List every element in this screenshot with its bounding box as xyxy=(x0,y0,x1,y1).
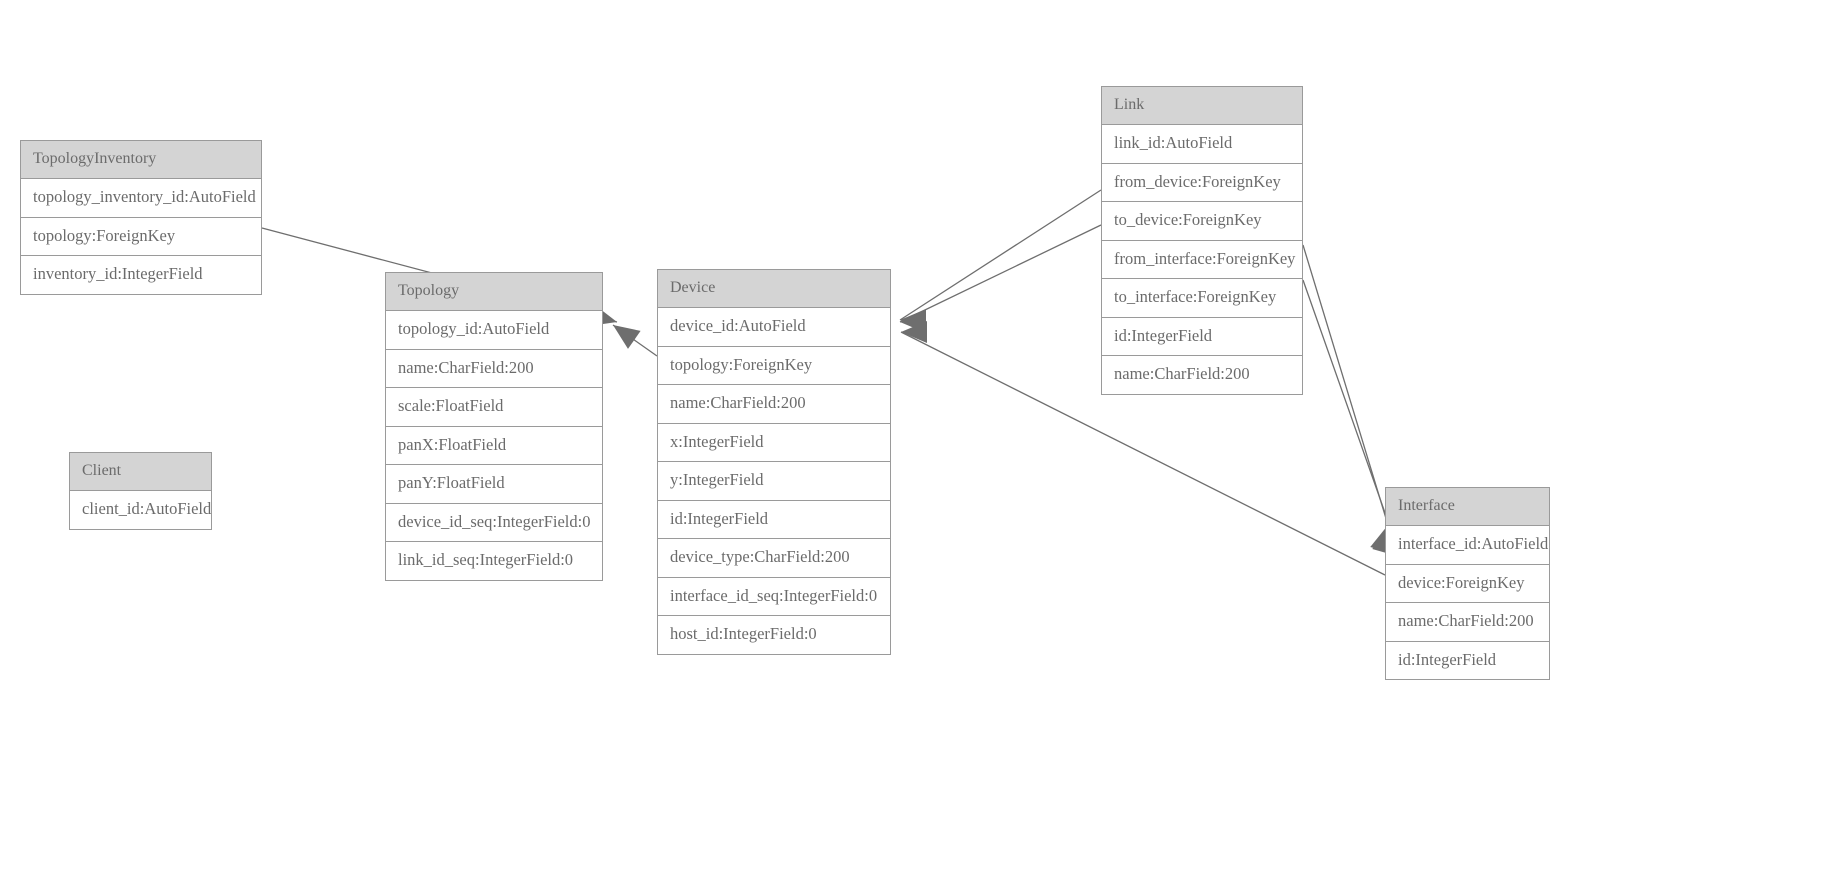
relationship-arrowhead xyxy=(900,309,926,331)
entity-field-row[interactable]: inventory_id:IntegerField xyxy=(21,256,261,295)
relationship-link-to-device-to-device xyxy=(899,224,1102,333)
relationship-arrowhead xyxy=(900,311,926,333)
relationship-line xyxy=(1302,279,1391,528)
entity-field-row[interactable]: device_id_seq:IntegerField:0 xyxy=(386,503,602,542)
entity-field-row[interactable]: to_device:ForeignKey xyxy=(1102,202,1302,241)
entity-field-row[interactable]: device_id:AutoField xyxy=(658,308,890,347)
entity-title-interface: Interface xyxy=(1386,488,1549,526)
entity-field-row[interactable]: topology_inventory_id:AutoField xyxy=(21,179,261,218)
entity-field-row[interactable]: host_id:IntegerField:0 xyxy=(658,616,890,655)
entity-field-row[interactable]: device:ForeignKey xyxy=(1386,564,1549,603)
entity-field-row[interactable]: link_id_seq:IntegerField:0 xyxy=(386,542,602,581)
entity-field-row[interactable]: panY:FloatField xyxy=(386,465,602,504)
entity-field-row[interactable]: to_interface:ForeignKey xyxy=(1102,279,1302,318)
entity-title-topology: Topology xyxy=(386,273,602,311)
entity-field-row[interactable]: from_device:ForeignKey xyxy=(1102,163,1302,202)
entity-field-row[interactable]: link_id:AutoField xyxy=(1102,125,1302,164)
entity-field-row[interactable]: panX:FloatField xyxy=(386,426,602,465)
relationship-link-from-device-to-device xyxy=(899,189,1102,331)
relationship-line xyxy=(612,324,658,357)
relationship-line xyxy=(899,224,1102,323)
entity-field-row[interactable]: scale:FloatField xyxy=(386,388,602,427)
entity-field-row[interactable]: x:IntegerField xyxy=(658,423,890,462)
entity-field-row[interactable]: name:CharField:200 xyxy=(658,385,890,424)
entity-title-topologyinventory: TopologyInventory xyxy=(21,141,261,179)
entity-field-row[interactable]: interface_id_seq:IntegerField:0 xyxy=(658,577,890,616)
entity-title-client: Client xyxy=(70,453,211,491)
entity-field-row[interactable]: topology:ForeignKey xyxy=(21,217,261,256)
relationship-device-to-topology xyxy=(612,324,658,357)
entity-title-link: Link xyxy=(1102,87,1302,125)
entity-field-row[interactable]: y:IntegerField xyxy=(658,462,890,501)
entity-field-row[interactable]: from_interface:ForeignKey xyxy=(1102,240,1302,279)
entity-field-row[interactable]: id:IntegerField xyxy=(1102,317,1302,356)
relationship-line xyxy=(899,189,1102,321)
relationship-arrowhead xyxy=(901,321,927,343)
entity-field-row[interactable]: device_type:CharField:200 xyxy=(658,539,890,578)
entity-field-row[interactable]: id:IntegerField xyxy=(658,500,890,539)
entity-field-row[interactable]: topology:ForeignKey xyxy=(658,346,890,385)
entity-title-device: Device xyxy=(658,270,890,308)
entity-field-row[interactable]: client_id:AutoField xyxy=(70,491,211,530)
entity-field-row[interactable]: name:CharField:200 xyxy=(386,349,602,388)
relationship-arrowhead xyxy=(613,325,641,349)
relationship-line xyxy=(1302,244,1389,526)
entity-field-row[interactable]: name:CharField:200 xyxy=(1102,356,1302,395)
entity-field-row[interactable]: id:IntegerField xyxy=(1386,641,1549,680)
entity-field-row[interactable]: topology_id:AutoField xyxy=(386,311,602,350)
entity-field-row[interactable]: interface_id:AutoField xyxy=(1386,526,1549,565)
entity-field-row[interactable]: name:CharField:200 xyxy=(1386,603,1549,642)
